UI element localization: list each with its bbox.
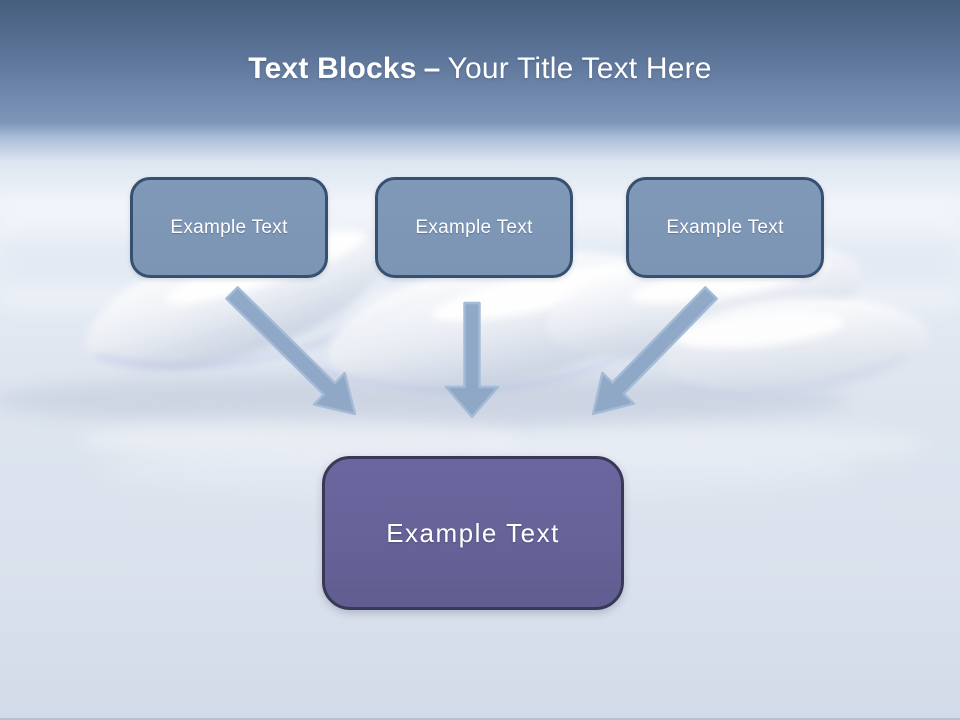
center-text-block-label: Example Text bbox=[386, 517, 560, 548]
slide-title-regular: Your Title Text Here bbox=[447, 52, 712, 85]
center-text-block[interactable]: Example Text bbox=[322, 456, 624, 610]
arrow-right-to-center[interactable] bbox=[591, 286, 718, 416]
text-block-1[interactable]: Example Text bbox=[130, 177, 328, 278]
arrow-left-to-center[interactable] bbox=[225, 286, 357, 416]
text-block-3-label: Example Text bbox=[666, 216, 784, 238]
text-block-3[interactable]: Example Text bbox=[626, 177, 824, 278]
slide-title[interactable]: Text Blocks–Your Title Text Here bbox=[0, 52, 960, 86]
title-bar: Text Blocks–Your Title Text Here bbox=[0, 52, 960, 86]
slide-title-bold: Text Blocks bbox=[248, 52, 417, 85]
text-block-1-label: Example Text bbox=[170, 216, 288, 238]
text-block-2[interactable]: Example Text bbox=[375, 177, 573, 278]
arrow-middle-down[interactable] bbox=[444, 301, 500, 419]
slide-title-separator: – bbox=[423, 52, 441, 85]
text-block-2-label: Example Text bbox=[415, 216, 533, 238]
